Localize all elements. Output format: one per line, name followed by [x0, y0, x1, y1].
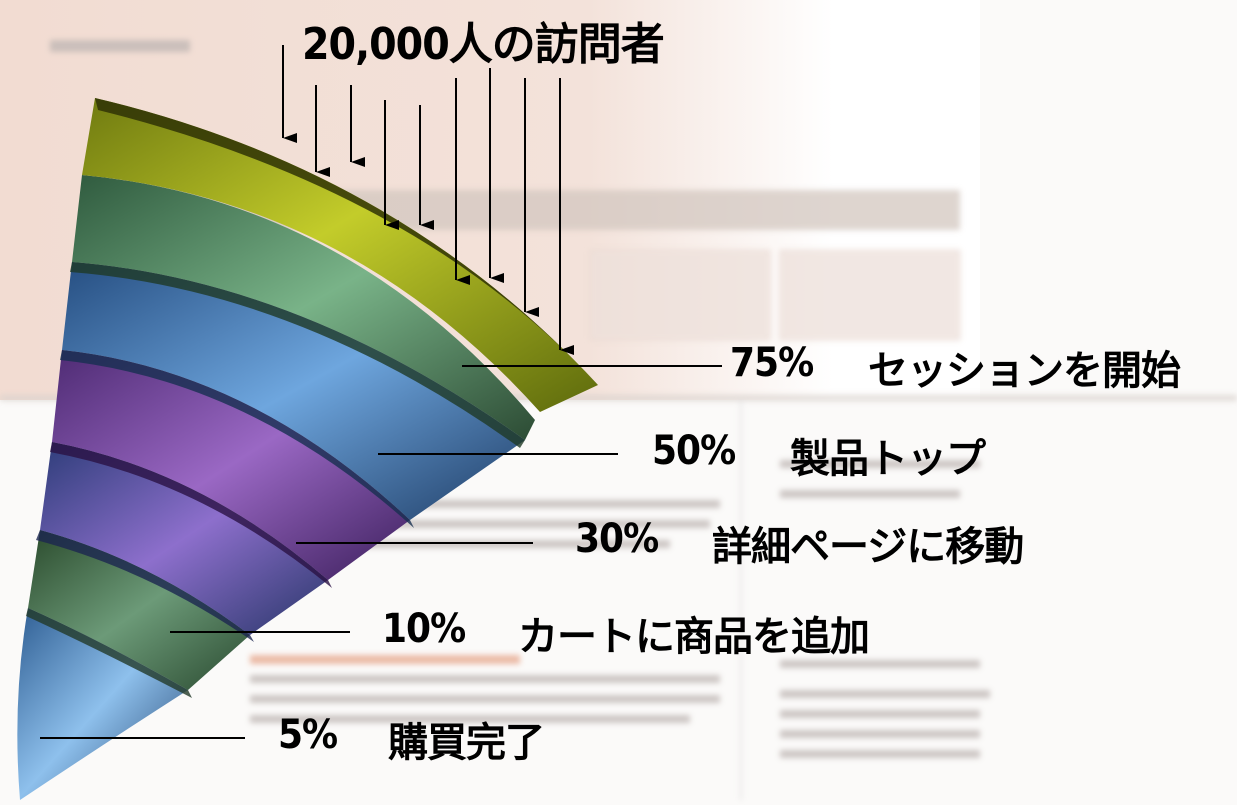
funnel-slice-2: [70, 175, 535, 448]
stage-5-percent: 5%: [278, 712, 338, 758]
funnel-slice-5: [36, 442, 328, 642]
stage-4-percent: 10%: [382, 606, 466, 652]
stage-2-label: 製品トップ: [790, 436, 986, 482]
funnel-slice-3: [60, 262, 525, 528]
stage-3-label: 詳細ページに移動: [712, 524, 1024, 570]
stage-1-label: セッションを開始: [868, 348, 1181, 394]
stage-2-percent: 50%: [652, 428, 736, 474]
stage-4-label: カートに商品を追加: [518, 614, 870, 660]
funnel-slice-1: [82, 98, 598, 412]
visitor-count-title: 20,000人の訪問者: [302, 19, 665, 70]
funnel-slice-4: [50, 350, 410, 588]
visitor-arrows: [282, 45, 574, 355]
stage-3-percent: 30%: [575, 516, 659, 562]
funnel-slice-7: [17, 608, 189, 800]
stage-1-percent: 75%: [730, 340, 814, 386]
funnel-slice-6: [26, 530, 250, 698]
stage-5-label: 購買完了: [388, 720, 545, 766]
